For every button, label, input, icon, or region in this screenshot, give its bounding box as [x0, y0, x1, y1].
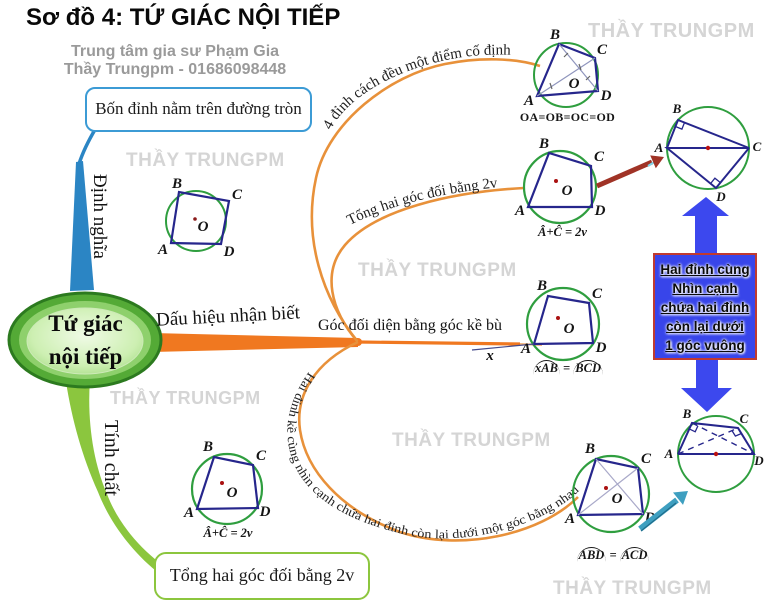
diagram-opposite-angles: B C A D O [514, 136, 606, 225]
vertex-label-c: C [592, 286, 603, 302]
watermark: THẦY TRUNGPM [553, 578, 712, 599]
vertex-label-a: A [564, 511, 575, 527]
vertex-label-b: B [584, 441, 595, 457]
note-line-2: Nhìn cạnh [672, 281, 738, 296]
central-node [7, 291, 163, 389]
watermark: THẦY TRUNGPM [126, 150, 285, 171]
vertex-label-b: B [538, 136, 549, 152]
header-subtitle: Trung tâm gia sư Phạm Gia Thầy Trungpm -… [30, 43, 320, 79]
vertex-label-d: D [594, 203, 606, 219]
vertex-label-b: B [202, 439, 213, 455]
diagram-right-angle-top: A B C D [654, 101, 762, 204]
vertex-label-a: A [183, 505, 194, 521]
vertex-label-d: D [715, 189, 726, 204]
formula-equal-angles: ABD = ACD [563, 547, 663, 563]
vertex-label-a: A [664, 446, 674, 461]
vertex-label-a: A [523, 93, 534, 109]
definition-box: Bốn đỉnh nằm trên đường tròn [85, 87, 312, 132]
central-node-line-1: Tứ giác [48, 311, 123, 336]
property-box: Tổng hai góc đối bằng 2v [154, 552, 370, 600]
formula-right: BCD [573, 360, 603, 375]
vertex-label-b: B [536, 278, 547, 294]
sign-3-label: Góc đối diện bằng góc kề bù [318, 317, 502, 334]
vertex-label-b: B [171, 176, 182, 192]
formula-left: xAB [532, 360, 560, 375]
vertex-label-a: A [520, 341, 531, 357]
vertex-label-c: C [597, 42, 608, 58]
center-label-o: O [227, 485, 238, 501]
vertex-label-c: C [594, 149, 605, 165]
vertex-label-c: C [256, 448, 267, 464]
red-arrow [596, 155, 664, 189]
right-angle-note-box: Hai đỉnh cùng Nhìn cạnh chứa hai đỉnh cò… [653, 253, 757, 360]
watermark: THẦY TRUNGPM [392, 430, 551, 451]
formula-opposite-angles: Â+Ĉ = 2v [538, 225, 587, 239]
diagram-definition: B C A D O [157, 176, 243, 260]
signs-branch [152, 58, 579, 542]
note-line-5: 1 góc vuông [665, 338, 745, 353]
central-node-line-2: nội tiếp [48, 344, 123, 369]
diagram-property: B C A D O [183, 439, 271, 526]
vertex-label-a: A [157, 242, 168, 258]
watermark: THẦY TRUNGPM [110, 388, 261, 408]
diagram-exterior-angle: B C A D O x [471, 278, 607, 364]
vertex-label-b: B [672, 101, 682, 116]
svg-text:Tổng hai góc đối bằng 2v: Tổng hai góc đối bằng 2v [344, 175, 498, 228]
svg-text:Hai đỉnh kề cùng nhìn cạnh chứ: Hai đỉnh kề cùng nhìn cạnh chứa hai đỉnh… [284, 370, 582, 541]
formula-exterior-angle: xAB = BCD [518, 360, 618, 376]
blue-arrow-up [682, 197, 729, 253]
vertex-label-a: A [514, 203, 525, 219]
center-label-o: O [564, 321, 575, 337]
vertex-label-c: C [753, 139, 762, 154]
blue-arrow-down [681, 358, 732, 412]
vertex-label-b: B [682, 406, 692, 421]
subtitle-line-1: Trung tâm gia sư Phạm Gia [70, 43, 280, 60]
vertex-label-d: D [259, 504, 271, 520]
formula-right: ACD [619, 547, 650, 562]
diagram-equidistant: B C A D O [523, 27, 612, 109]
subtitle-line-2: Thầy Trungpm - 01686098448 [63, 61, 287, 78]
vertex-label-a: A [654, 140, 664, 155]
vertex-label-c: C [232, 187, 243, 203]
vertex-label-d: D [595, 340, 607, 356]
center-label-o: O [562, 183, 573, 199]
note-line-3: chứa hai đỉnh [660, 300, 750, 315]
center-label-o: O [198, 219, 209, 235]
note-line-4: còn lại dưới [666, 319, 744, 334]
vertex-label-c: C [740, 411, 749, 426]
property-branch [66, 380, 160, 571]
teal-arrow [638, 491, 688, 532]
watermark: THẦY TRUNGPM [588, 20, 755, 42]
central-node-text: Tứ giác nội tiếp [12, 307, 159, 373]
sign-4-label: Hai đỉnh kề cùng nhìn cạnh chứa hai đỉnh… [284, 370, 582, 541]
formula-equals: = [609, 548, 617, 562]
branch-label-definition: Định nghĩa [89, 174, 110, 259]
vertex-label-d: D [753, 453, 764, 468]
branch-label-property: Tính chất [100, 420, 122, 497]
vertex-label-c: C [641, 451, 652, 467]
diagram-right-angle-bottom: A B C D [664, 406, 764, 493]
sign-2-label: Tổng hai góc đối bằng 2v [344, 175, 498, 228]
diagram-equal-angles: B C A D O [564, 441, 656, 534]
center-label-o: O [612, 491, 623, 507]
formula-property: Â+Ĉ = 2v [203, 526, 253, 540]
center-label-o: O [569, 76, 580, 92]
ray-label-x: x [485, 348, 494, 364]
vertex-label-b: B [549, 27, 560, 43]
vertex-label-d: D [600, 88, 612, 104]
formula-equidistant: OA=OB=OC=OD [519, 110, 616, 124]
watermark: THẦY TRUNGPM [358, 260, 517, 281]
page-title: Sơ đồ 4: TỨ GIÁC NỘI TIẾP [26, 4, 341, 31]
formula-left: ABD [576, 547, 607, 562]
formula-equals: = [563, 361, 571, 375]
note-line-1: Hai đỉnh cùng [660, 262, 750, 277]
vertex-label-d: D [223, 244, 235, 260]
